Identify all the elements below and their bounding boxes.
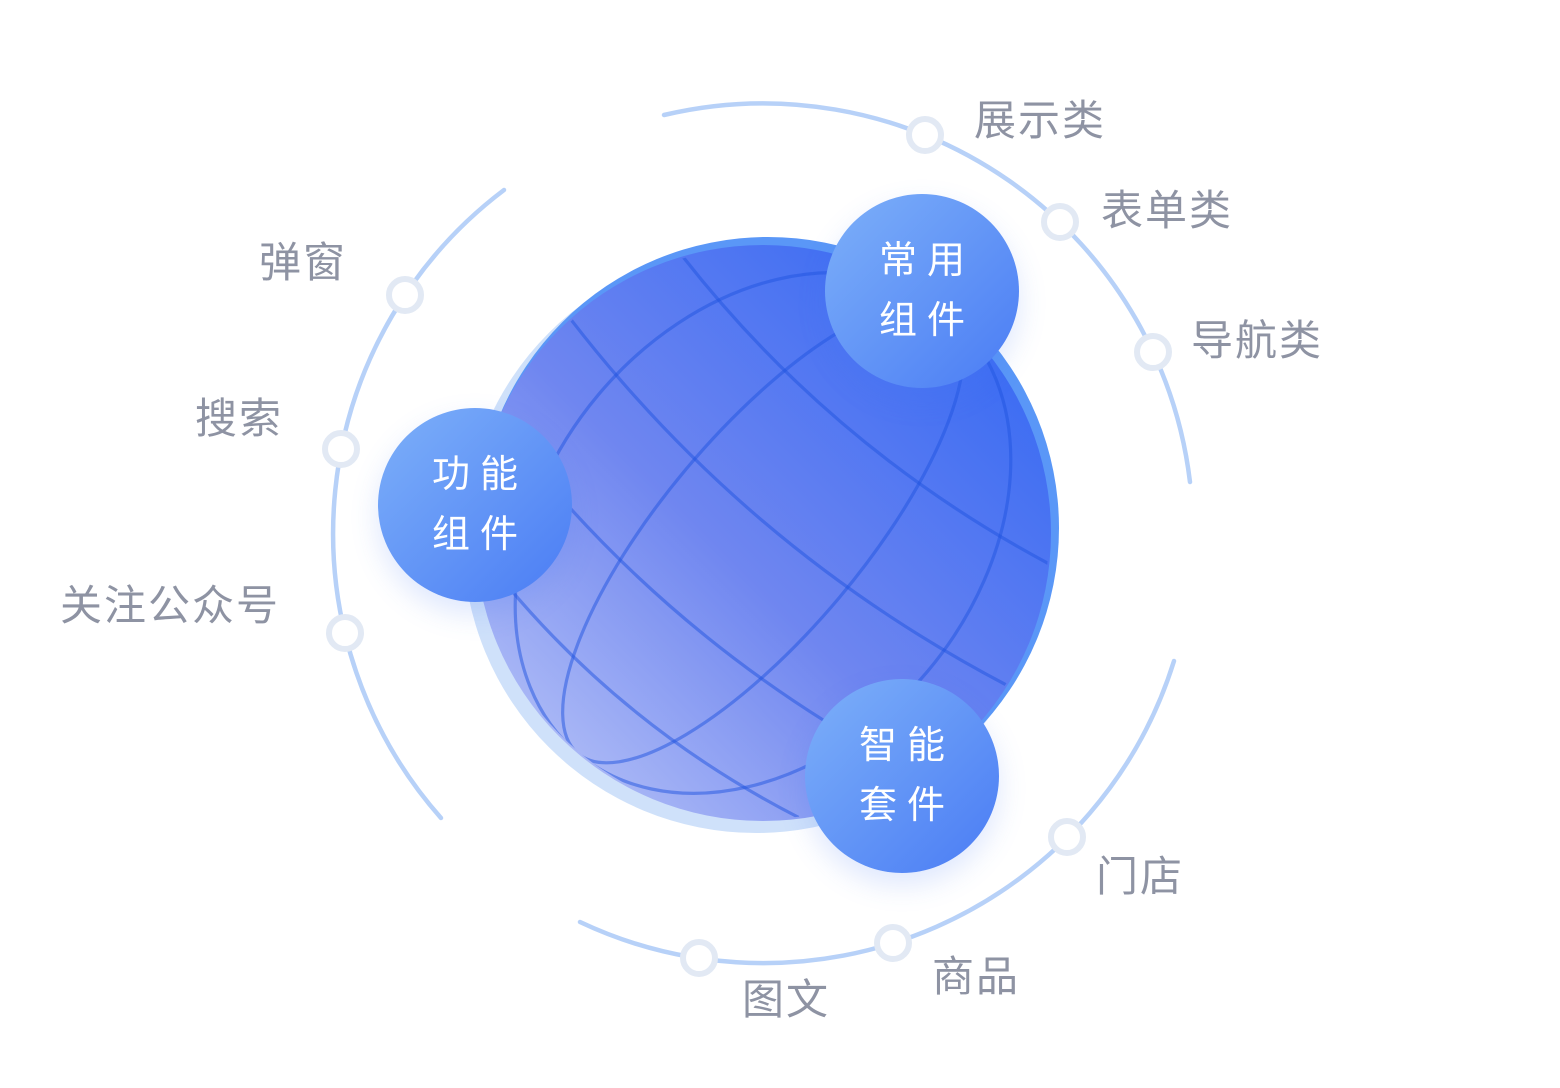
orbit-node-dot-goods (874, 924, 912, 962)
orbit-label-follow-official-account: 关注公众号 (59, 581, 281, 629)
orbit-arc-left (330, 187, 507, 821)
orbit-node-dot-display (906, 116, 944, 154)
orbit-node-dot-nav (1134, 333, 1172, 371)
orbit-label-store: 门店 (1095, 852, 1185, 900)
globe-icon (475, 245, 1051, 821)
badge-function-components-line1: 功能 (431, 453, 528, 496)
orbit-arc-right (661, 101, 1193, 485)
badge-smart-suite-line2: 套件 (858, 785, 955, 827)
orbit-node-dot-search (322, 430, 360, 468)
orbit-label-navigation-category: 导航类 (1190, 316, 1324, 364)
badge-smart-suite-line1: 智能 (858, 724, 955, 767)
orbit-node-dot-popup (386, 276, 424, 314)
orbit-label-form-category: 表单类 (1100, 186, 1234, 234)
orbit-node-dot-follow (326, 614, 364, 652)
badge-smart-suite: 智能 套件 (805, 679, 999, 873)
badge-function-components-line2: 组件 (431, 514, 528, 556)
badge-common-components-line2: 组件 (878, 300, 975, 342)
orbit-label-image-text: 图文 (741, 975, 831, 1023)
orbit-node-dot-imagetext (680, 939, 718, 977)
badge-common-components-line1: 常用 (878, 239, 975, 282)
orbit-label-goods: 商品 (931, 952, 1021, 1000)
orbit-node-dot-store (1048, 818, 1086, 856)
badge-common-components: 常用 组件 (825, 194, 1019, 388)
badge-function-components: 功能 组件 (378, 408, 572, 602)
orbit-label-search: 搜索 (194, 394, 284, 442)
orbit-node-dot-form (1041, 203, 1079, 241)
orbit-label-display-category: 展示类 (973, 96, 1107, 144)
orbit-label-popup: 弹窗 (258, 238, 348, 286)
